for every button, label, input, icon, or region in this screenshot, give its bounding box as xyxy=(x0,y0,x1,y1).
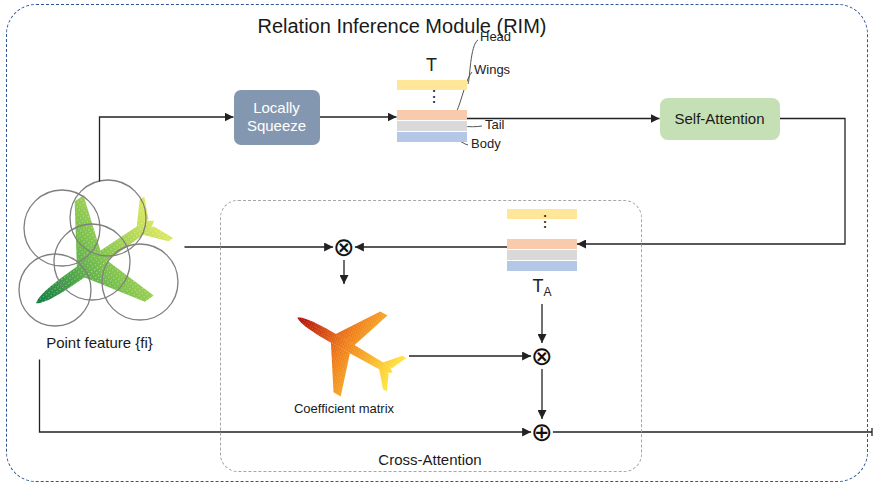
module-frame: Relation Inference Module (RIM) Locally S… xyxy=(6,4,868,482)
ellipsis-mark: ⋮ xyxy=(537,213,553,231)
process-box: Locally Squeeze xyxy=(234,90,320,145)
box-text: Locally Squeeze xyxy=(239,99,315,135)
part-label: Wings xyxy=(474,63,510,77)
flow-arrow xyxy=(343,260,344,284)
operator-symbol: ⊕ xyxy=(531,417,553,447)
flow-arrow xyxy=(541,304,542,343)
coefficient-plane xyxy=(274,277,420,415)
frame-heading: Relation Inference Module (RIM) xyxy=(7,15,797,38)
token-bar xyxy=(397,121,467,131)
point-feature-figure: Point feature {fi} xyxy=(15,182,185,360)
add-op: ⊕ xyxy=(531,419,553,445)
figure-caption: Point feature {fi} xyxy=(15,334,185,351)
flow-arrow xyxy=(40,360,532,433)
part-label: Tail xyxy=(485,118,505,132)
part-label: Head xyxy=(480,30,511,44)
token-name: T xyxy=(426,55,437,75)
output-line xyxy=(553,428,872,436)
token-bar xyxy=(397,132,467,142)
flow-arrow xyxy=(541,369,542,419)
process-box: Self-Attention xyxy=(660,98,780,140)
flow-arrow xyxy=(355,246,507,247)
flow-arrow xyxy=(100,117,234,182)
flow-arrow xyxy=(185,246,334,247)
flow-arrow xyxy=(320,116,397,117)
multiply-op: ⊗ xyxy=(333,234,355,260)
box-text: Self-Attention xyxy=(674,110,764,127)
token-bar xyxy=(397,110,467,120)
frame-heading: Cross-Attention xyxy=(221,451,640,468)
token-name: T xyxy=(532,276,543,296)
token-subscript: A xyxy=(543,285,551,299)
flow-arrow xyxy=(409,355,531,356)
cross-attention-frame: Cross-Attention ⊗ TA Coefficient matrix ⊗ ⊕ xyxy=(220,200,642,472)
ellipsis-mark: ⋮ xyxy=(426,88,442,106)
point-cloud-plane xyxy=(1,167,194,353)
operator-symbol: ⊗ xyxy=(531,341,553,371)
local-region-circles xyxy=(19,180,178,326)
token-bar xyxy=(507,250,577,260)
token-bar xyxy=(507,261,577,271)
multiply-op: ⊗ xyxy=(531,343,553,369)
token-label: T xyxy=(397,55,467,76)
token-label: TA xyxy=(507,276,577,299)
figure-caption: Coefficient matrix xyxy=(279,401,409,416)
part-label: Body xyxy=(471,137,501,151)
token-bar xyxy=(507,239,577,249)
operator-symbol: ⊗ xyxy=(333,232,355,262)
coefficient-figure: Coefficient matrix xyxy=(279,284,409,419)
